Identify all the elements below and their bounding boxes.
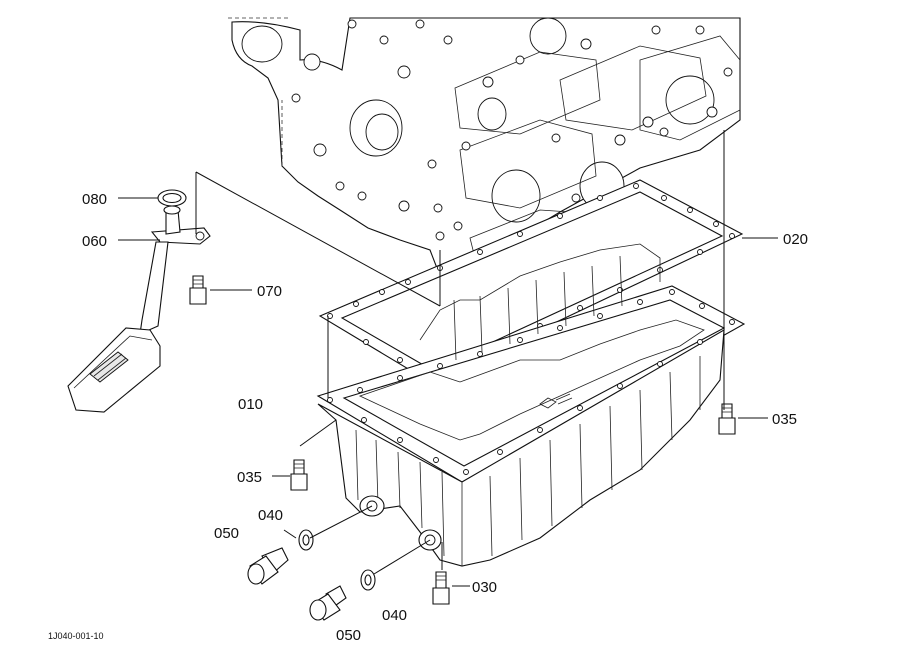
rear-drain-washer	[360, 569, 376, 591]
callout-right-bolt: 035	[772, 411, 797, 428]
oil-suction-pipe	[67, 205, 211, 413]
pipe-bolt	[189, 275, 207, 305]
callout-front-plug: 050	[214, 525, 239, 542]
callout-oil-pan: 010	[238, 396, 263, 413]
callout-rear-plug: 050	[336, 627, 361, 644]
callout-rear-washer: 040	[382, 607, 407, 624]
rear-drain-plug	[309, 585, 347, 621]
callout-front-washer: 040	[258, 507, 283, 524]
o-ring	[157, 189, 187, 207]
figure-code: 1J040-001-10	[48, 631, 104, 641]
front-drain-plug	[247, 547, 289, 585]
callout-o-ring: 080	[82, 191, 107, 208]
callout-gasket: 020	[783, 231, 808, 248]
right-flange-bolt	[718, 403, 736, 435]
engine-block	[228, 17, 741, 277]
stud-bolt	[432, 571, 450, 605]
callout-pipe: 060	[82, 233, 107, 250]
left-flange-bolt	[290, 459, 308, 491]
oil-pan	[316, 243, 746, 567]
leader-lines	[118, 130, 778, 587]
front-drain-washer	[298, 529, 314, 551]
callout-left-bolt: 035	[237, 469, 262, 486]
callout-stud: 030	[472, 579, 497, 596]
callout-pipe-bolt: 070	[257, 283, 282, 300]
